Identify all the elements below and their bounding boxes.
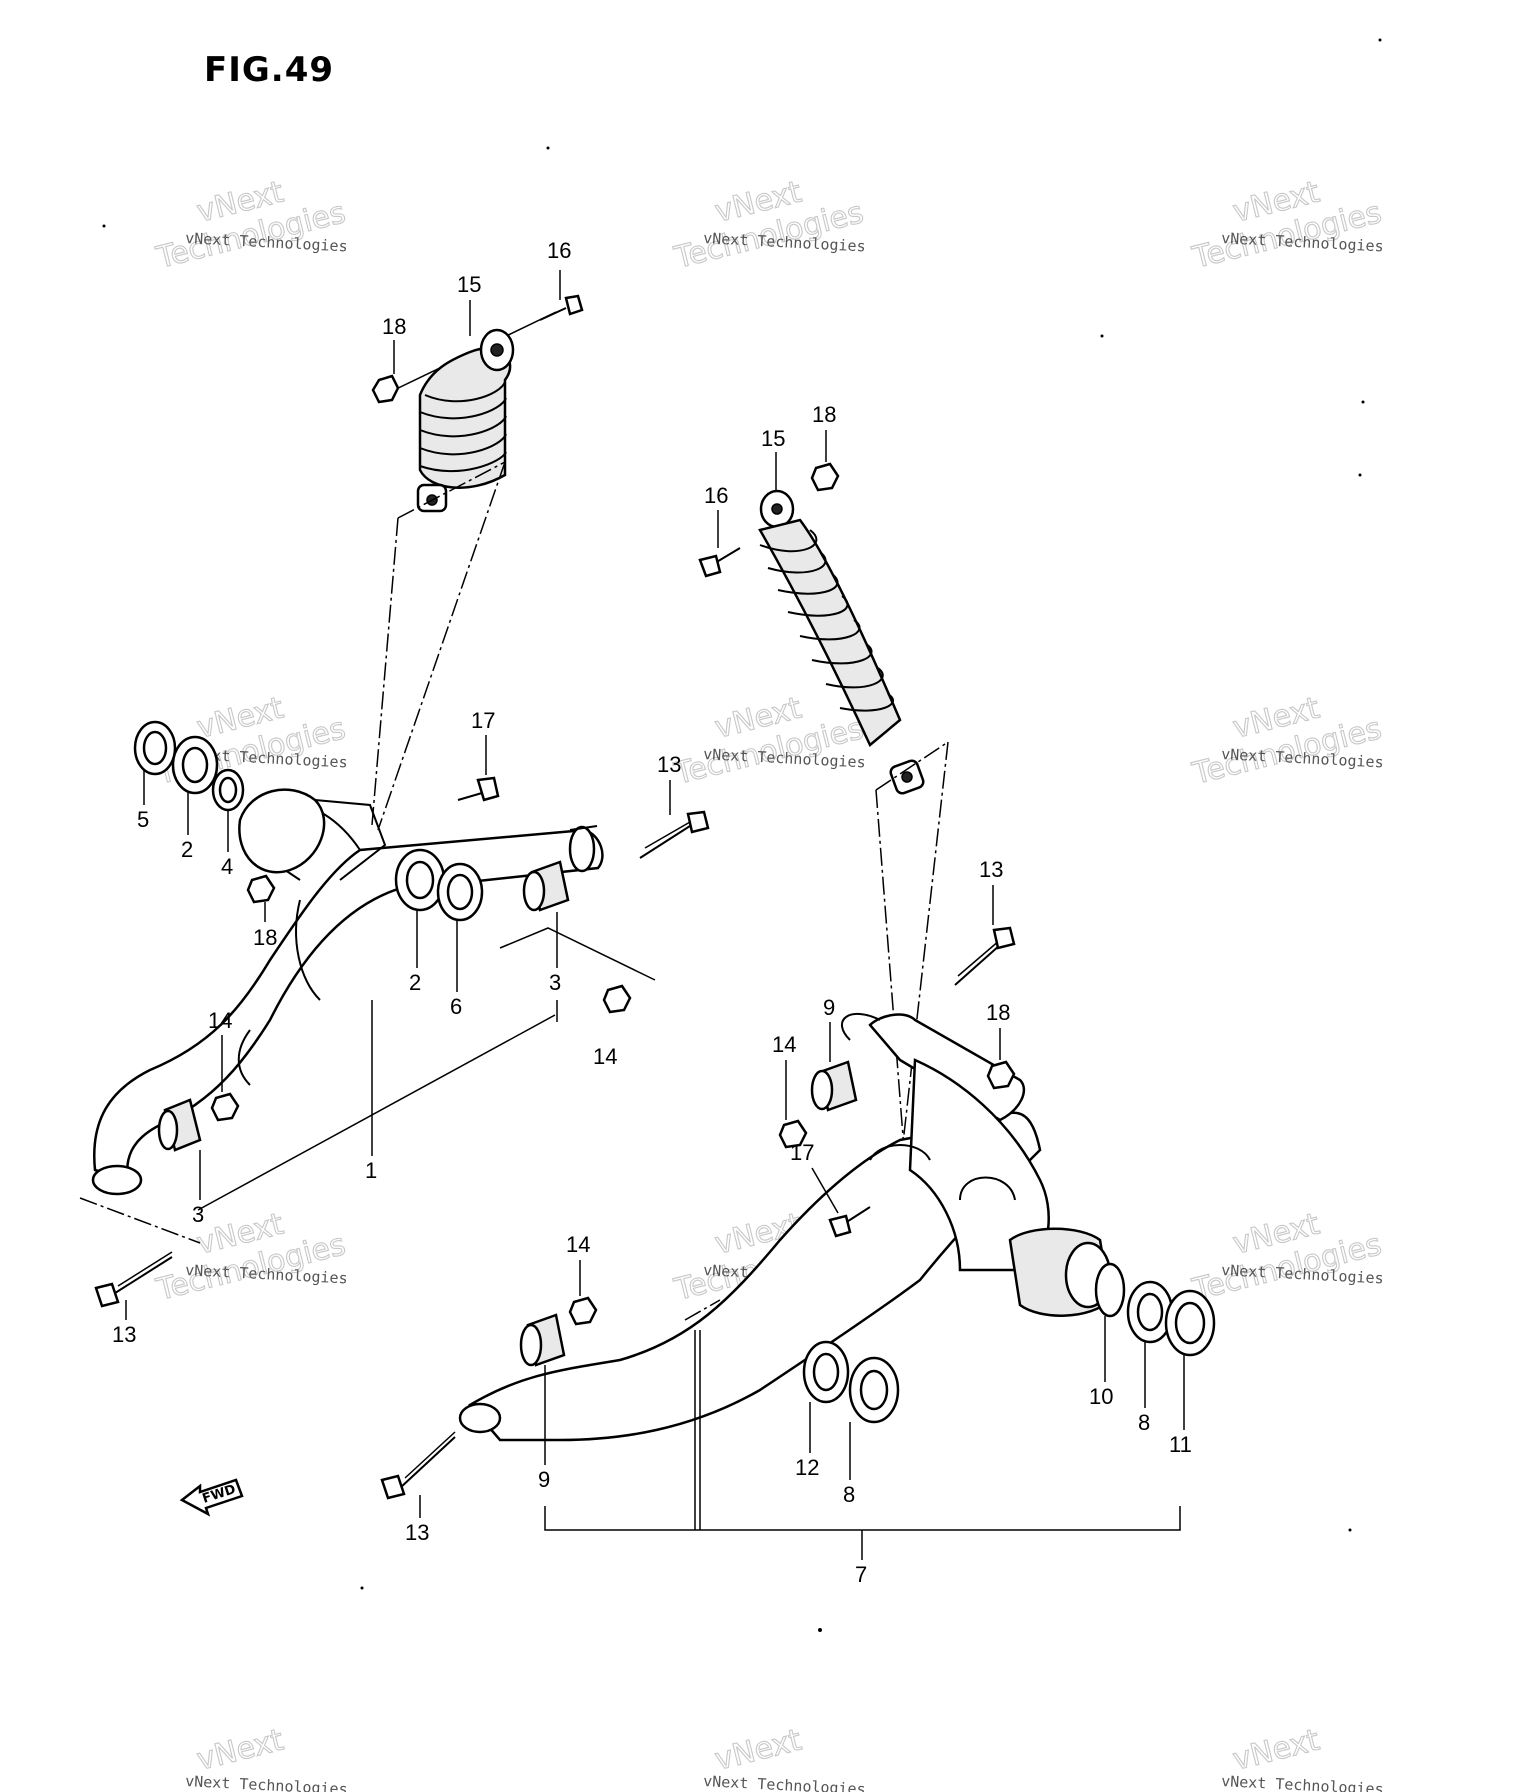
callout-13: 13: [979, 857, 1003, 882]
callout-18: 18: [812, 402, 836, 427]
callout-18: 18: [253, 925, 277, 950]
bushing-9-bottom: [519, 1313, 566, 1367]
callout-8: 8: [1138, 1410, 1150, 1435]
seal-10: [1094, 1262, 1126, 1318]
callout-15: 15: [761, 426, 785, 451]
bushing-3-right: [522, 860, 570, 912]
callout-11: 11: [1169, 1432, 1192, 1457]
bushing-3-left: [157, 1098, 202, 1152]
callout-3: 3: [549, 970, 561, 995]
bolt-16-right: [698, 547, 741, 578]
nut-18-right-top: [810, 462, 840, 492]
svg-text:vNext: vNext: [1229, 1723, 1323, 1778]
callout-18: 18: [382, 314, 406, 339]
spacer-4: [211, 768, 245, 812]
bolt-13-left-bottom: [94, 1251, 173, 1308]
bolt-16-left: [539, 294, 584, 321]
callout-9: 9: [823, 995, 835, 1020]
suspension-arm-7: [458, 1012, 1112, 1442]
callout-13: 13: [112, 1322, 136, 1347]
bearing-8-left: [848, 1356, 900, 1424]
watermark: vNext vNext Technologies: [185, 1722, 348, 1792]
nut-18-right-mid: [986, 1060, 1016, 1090]
shock-absorber-left: [389, 311, 557, 513]
callout-9: 9: [538, 1467, 550, 1492]
watermark: vNext Technologies vNext Technologies: [670, 174, 868, 277]
bearing-2-left-mid: [394, 848, 446, 912]
nut-18-left-top: [371, 374, 400, 404]
svg-text:vNext Technologies: vNext Technologies: [185, 1772, 348, 1792]
callout-13: 13: [657, 752, 681, 777]
nut-14-left-b: [602, 984, 632, 1014]
callout-14: 14: [772, 1032, 796, 1057]
callout-14: 14: [566, 1232, 590, 1257]
callout-10: 10: [1089, 1384, 1113, 1409]
svg-text:vNext Technologies: vNext Technologies: [1221, 1772, 1384, 1792]
callout-8: 8: [843, 1482, 855, 1507]
callout-18: 18: [986, 1000, 1010, 1025]
watermark: vNext Technologies vNext Technologies: [1188, 1206, 1386, 1309]
watermark: vNext Technologies vNext Technologies: [1188, 174, 1386, 277]
bolt-17-left: [457, 776, 500, 802]
watermark: vNext Technologies vNext Technologies: [1188, 690, 1386, 793]
bushing-9-top: [810, 1060, 858, 1112]
callout-16: 16: [547, 238, 571, 263]
callout-leaders: [125, 270, 1185, 1518]
svg-text:vNext Technologies: vNext Technologies: [703, 1772, 866, 1792]
callout-14: 14: [208, 1008, 232, 1033]
bolt-13-right-top: [954, 926, 1016, 986]
callout-3: 3: [192, 1202, 204, 1227]
shock-absorber-right: [758, 489, 925, 795]
callout-5: 5: [137, 807, 149, 832]
callout-2: 2: [409, 970, 421, 995]
bolt-13-right-bottom: [380, 1431, 456, 1500]
bearing-8-right: [1126, 1280, 1174, 1344]
figure-title: FIG.49: [204, 50, 335, 90]
seal-12: [802, 1340, 850, 1404]
nut-14-left-a: [210, 1092, 240, 1122]
callout-13: 13: [405, 1520, 429, 1545]
nut-14-right-b: [568, 1296, 598, 1326]
seal-5: [133, 720, 177, 776]
fwd-arrow-icon: FWD: [179, 1478, 244, 1517]
svg-text:vNext: vNext: [193, 1723, 287, 1778]
callout-7: 7: [855, 1562, 867, 1587]
nut-18-left-mid: [246, 874, 276, 904]
callout-4: 4: [221, 854, 233, 879]
bolt-17-right: [828, 1206, 871, 1238]
callout-12: 12: [795, 1455, 819, 1480]
callout-2: 2: [181, 837, 193, 862]
watermark-group: vNext Technologies vNext Technologies vN…: [152, 174, 1386, 1792]
watermark: vNext Technologies vNext Technologies: [152, 174, 350, 277]
svg-text:vNext: vNext: [711, 1723, 805, 1778]
callout-15: 15: [457, 272, 481, 297]
bearing-2-left-top: [171, 735, 219, 795]
callout-6: 6: [450, 994, 462, 1019]
watermark: vNext Technologies vNext Technologies: [152, 1206, 350, 1309]
watermark: vNext vNext Technologies: [703, 1722, 866, 1792]
callout-14: 14: [593, 1044, 617, 1069]
seal-6: [436, 862, 484, 922]
watermark: vNext vNext Technologies: [1221, 1722, 1384, 1792]
watermark: vNext Technologies vNext Technologies: [670, 690, 868, 793]
callout-labels: 16 15 18 17 13 5 2 4 18 2 6 3 14 14 3 1 …: [112, 238, 1192, 1587]
bolt-13-left-top: [639, 810, 710, 859]
seal-11: [1164, 1289, 1216, 1357]
scan-speckles: [102, 38, 1382, 1632]
callout-16: 16: [704, 483, 728, 508]
callout-17: 17: [471, 708, 495, 733]
callout-1: 1: [365, 1158, 377, 1183]
callout-17: 17: [790, 1140, 814, 1165]
nut-14-right-a: [778, 1119, 808, 1149]
